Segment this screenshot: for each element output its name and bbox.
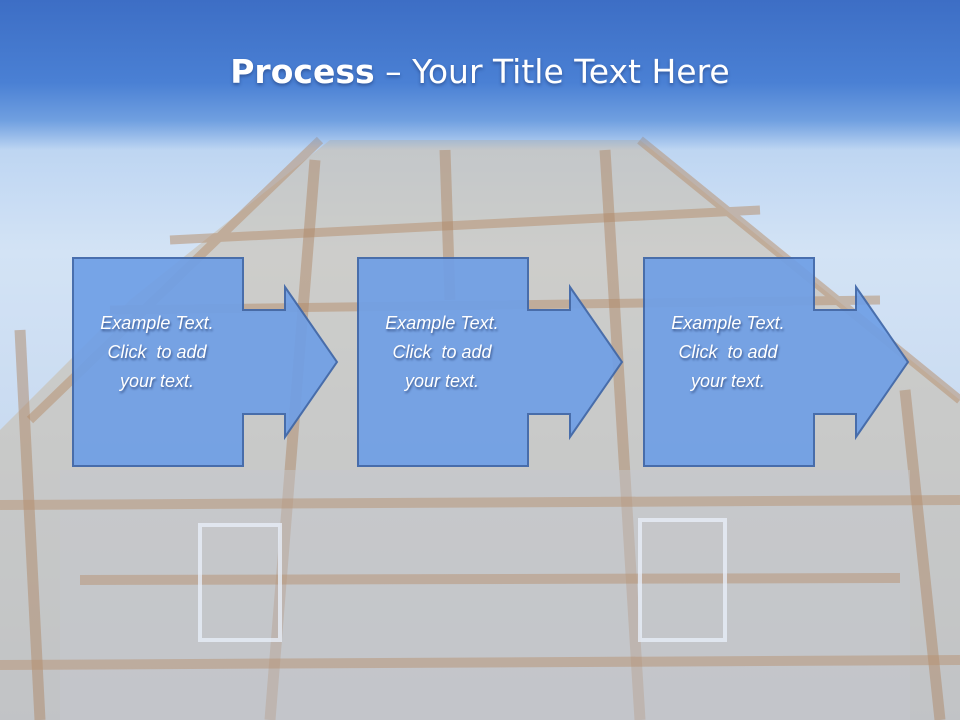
arrow-callout-shape-2 xyxy=(357,257,624,467)
step-2-line-1: Example Text. xyxy=(385,313,499,333)
step-3-line-1: Example Text. xyxy=(671,313,785,333)
process-step-1[interactable]: Example Text. Click to add your text. xyxy=(72,257,372,467)
step-1-line-2: Click to add xyxy=(107,342,207,362)
title-rest-part: – Your Title Text Here xyxy=(374,52,730,91)
step-1-text[interactable]: Example Text. Click to add your text. xyxy=(72,309,242,396)
step-3-line-3: your text. xyxy=(690,371,766,391)
step-1-line-1: Example Text. xyxy=(100,313,214,333)
process-step-2[interactable]: Example Text. Click to add your text. xyxy=(357,257,657,467)
step-2-line-3: your text. xyxy=(404,371,480,391)
step-3-line-2: Click to add xyxy=(678,342,778,362)
process-step-3[interactable]: Example Text. Click to add your text. xyxy=(643,257,943,467)
arrow-callout-shape-3 xyxy=(643,257,910,467)
step-2-text[interactable]: Example Text. Click to add your text. xyxy=(357,309,527,396)
step-1-line-3: your text. xyxy=(119,371,195,391)
arrow-callout-shape-1 xyxy=(72,257,339,467)
title-band xyxy=(0,0,960,150)
step-2-line-2: Click to add xyxy=(392,342,492,362)
slide-title[interactable]: Process – Your Title Text Here xyxy=(0,52,960,91)
title-bold-part: Process xyxy=(230,52,375,91)
step-3-text[interactable]: Example Text. Click to add your text. xyxy=(643,309,813,396)
